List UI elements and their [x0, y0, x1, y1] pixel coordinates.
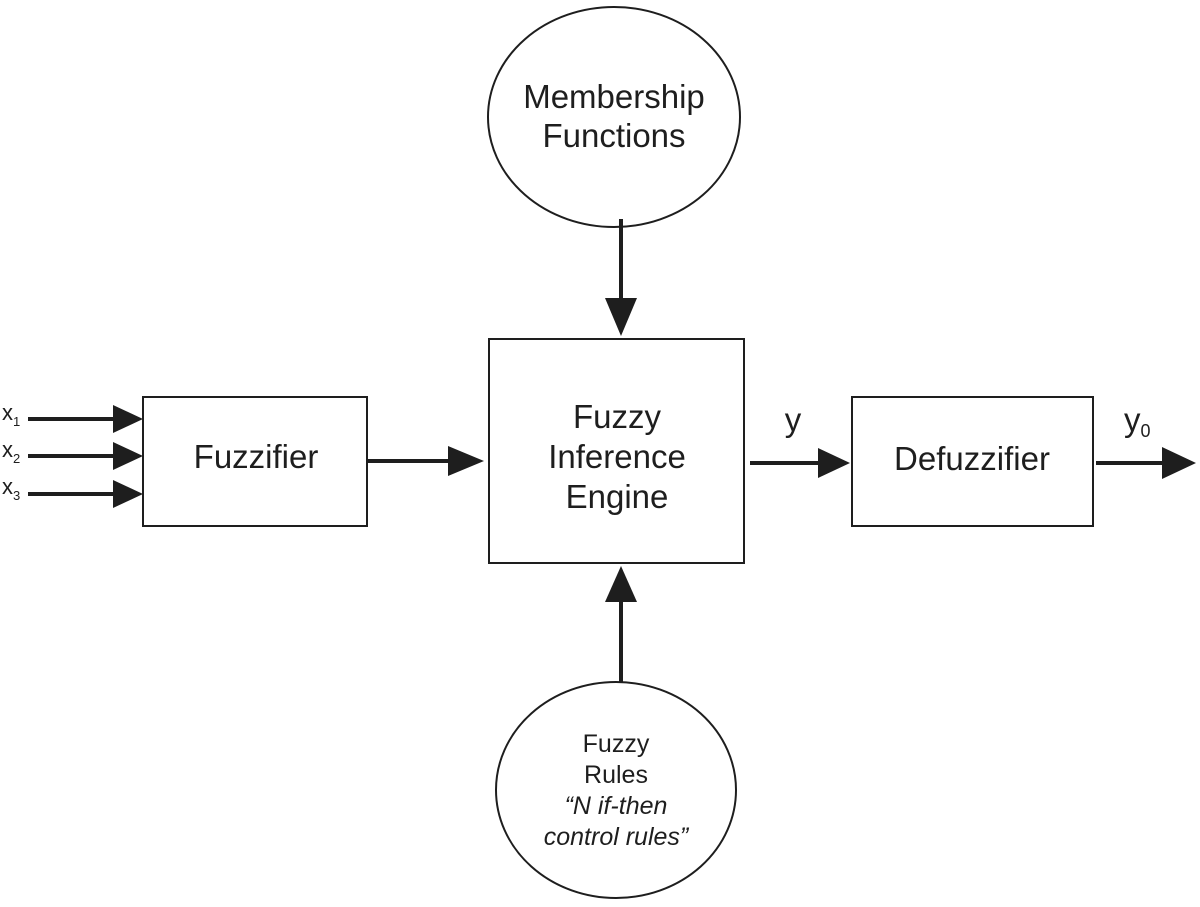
membership-functions-node — [487, 6, 741, 228]
membership-functions-label-line1: Membership — [523, 78, 705, 115]
signal-y0-label: y0 — [1124, 401, 1151, 441]
arrow-input-x2 — [28, 442, 143, 470]
inference-engine-block — [488, 338, 745, 564]
signal-y-label: y — [785, 401, 802, 438]
fuzzy-rules-node — [495, 681, 737, 899]
arrow-input-x3 — [28, 480, 143, 508]
defuzzifier-block — [851, 396, 1094, 527]
fuzzifier-block — [142, 396, 368, 527]
arrow-rules-to-inference — [605, 566, 637, 690]
input-x2-label: x2 — [2, 437, 20, 466]
arrow-inference-to-defuzzifier — [750, 448, 850, 478]
fuzzy-rules-label-line2: Rules — [584, 761, 648, 789]
arrow-membership-to-inference — [605, 219, 637, 336]
arrow-output-y0 — [1096, 447, 1196, 479]
inference-engine-label-line1: Fuzzy — [573, 398, 662, 435]
fuzzifier-label: Fuzzifier — [194, 438, 319, 475]
fuzzy-rules-label-line3: “N if-then — [565, 792, 668, 820]
input-x3-label: x3 — [2, 474, 20, 503]
inference-engine-label-line3: Engine — [566, 478, 669, 515]
defuzzifier-label: Defuzzifier — [894, 440, 1050, 477]
inference-engine-label-line2: Inference — [548, 438, 686, 475]
arrow-input-x1 — [28, 405, 143, 433]
arrow-fuzzifier-to-inference — [368, 446, 484, 476]
fuzzy-rules-label-line4: control rules” — [544, 823, 690, 851]
fuzzy-rules-label-line1: Fuzzy — [583, 730, 650, 758]
input-x1-label: x1 — [2, 400, 20, 429]
membership-functions-label-line2: Functions — [542, 117, 685, 154]
